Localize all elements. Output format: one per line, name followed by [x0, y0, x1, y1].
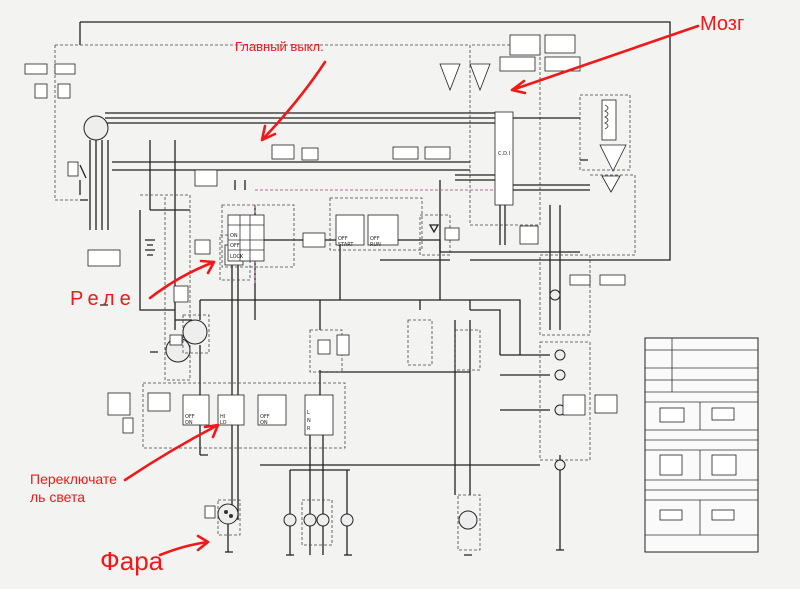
speedometer: [539, 254, 591, 336]
annotation-arrows: [123, 24, 700, 557]
annotation-light-switch-1: Переключате: [30, 471, 117, 487]
turn-n: N: [307, 418, 311, 424]
starter-relay-box: [173, 285, 189, 303]
horn: [182, 314, 210, 354]
magneto: [83, 115, 109, 141]
tail-brake-lamp: [457, 494, 481, 551]
arrow-relay: [148, 259, 216, 300]
regulator: [87, 249, 121, 267]
annotation-brain: Мозг: [700, 13, 745, 35]
annotation-relay: Реле: [70, 288, 136, 310]
annotation-headlight: Фара: [100, 546, 164, 576]
pass-off: OFF: [260, 414, 270, 420]
arrow-light-switch: [123, 423, 220, 482]
main-switch-lock: LOCK: [230, 254, 244, 260]
dimmer-hi: HI: [220, 414, 225, 420]
main-switch-off: OFF: [230, 243, 240, 249]
flasher-lamps: [283, 499, 354, 546]
horn-off: OFF: [185, 414, 195, 420]
engine-stop-run: RUN: [370, 242, 381, 248]
main-wires: [54, 21, 671, 555]
horn-on: ON: [185, 420, 193, 426]
arrow-brain: [510, 24, 700, 95]
arrow-headlight: [158, 534, 210, 557]
annotation-light-switch-2: ль света: [30, 489, 85, 505]
indicator-lamps-box: [539, 341, 591, 471]
ignition-coil: [601, 99, 617, 141]
starter-start: START: [338, 242, 354, 248]
cdi-unit: C.D.I: [494, 111, 514, 206]
turn-l: L: [307, 410, 310, 416]
starter-off: OFF: [338, 236, 348, 242]
dimmer-lo: LO: [220, 420, 227, 426]
turn-r: R: [307, 426, 311, 432]
handlebar-switch-right: OFF START OFF RUN: [329, 197, 423, 251]
neutral-switch: [79, 164, 87, 195]
headlight: [217, 499, 241, 536]
connectors: [24, 34, 627, 519]
brake-switches: [407, 319, 481, 371]
ground-symbols: [80, 159, 588, 556]
handlebar-switch-left: OFF ON HI LO OFF ON L N R: [142, 382, 346, 449]
main-switch-on: ON: [230, 233, 238, 239]
main-switch-box: OFF ON LOCK: [221, 204, 295, 268]
annotation-main-switch: Главный выкл.: [235, 39, 324, 54]
pass-on: ON: [260, 420, 268, 426]
legend-table: [644, 337, 759, 553]
arrow-main-switch: [260, 60, 327, 142]
battery: [145, 239, 155, 256]
svg-text:C.D.I: C.D.I: [498, 151, 510, 157]
engine-stop-off: OFF: [370, 236, 380, 242]
